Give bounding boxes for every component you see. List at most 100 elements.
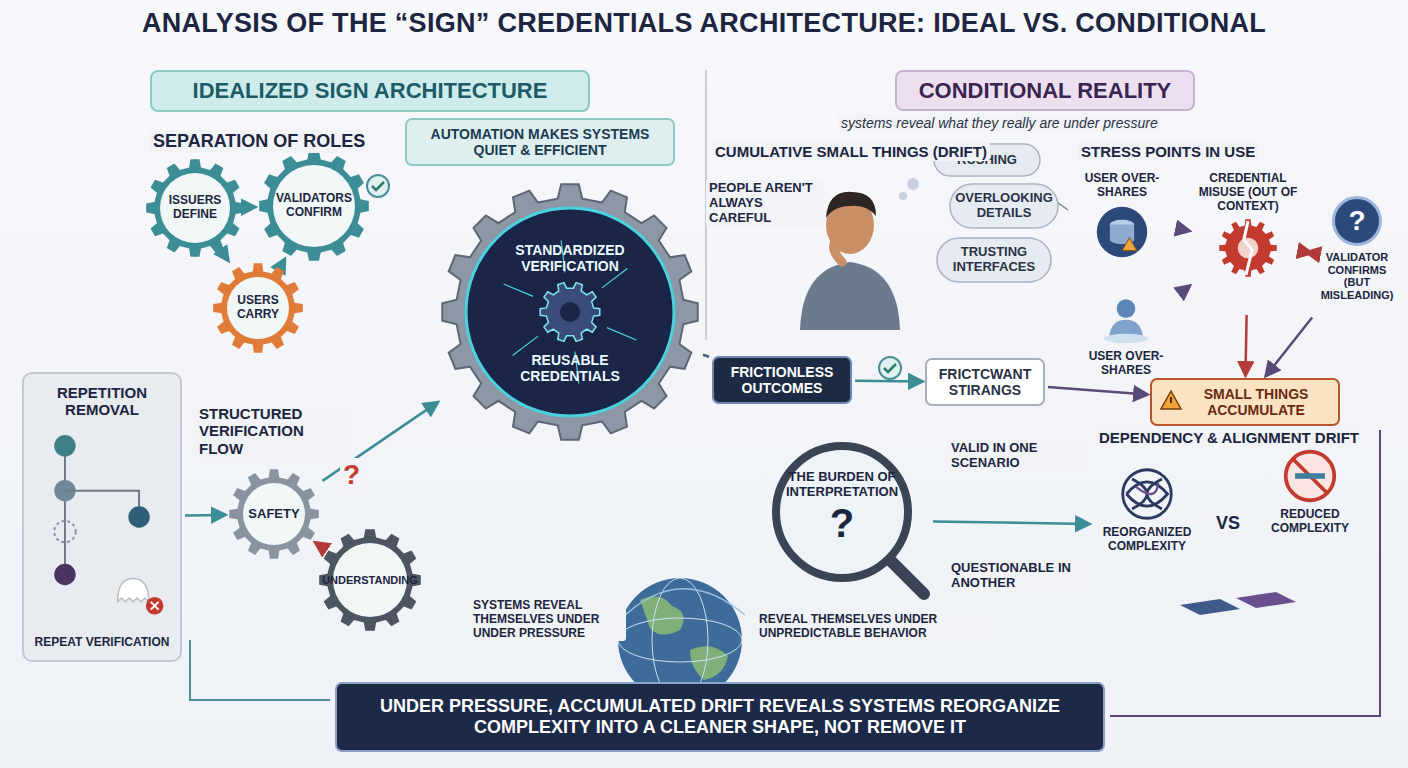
shape-part (54, 521, 75, 542)
shape-part (950, 184, 1058, 228)
complexity-icon: REORGANIZED COMPLEXITY (1092, 466, 1202, 584)
node-text: ISSUERS DEFINE (161, 194, 229, 222)
shape-part (1286, 452, 1335, 501)
shape-part (1122, 237, 1137, 250)
role-gear: USERS CARRY (212, 262, 304, 354)
shape-part (1293, 459, 1327, 493)
node-text: FRICTIONLESS OUTCOMES (724, 364, 840, 396)
question-circle: ? (1332, 196, 1382, 246)
role-gear: VALIDATORS CONFIRM (258, 150, 370, 262)
text-label: systems reveal what they really are unde… (838, 114, 1161, 132)
gear-outline (440, 182, 700, 442)
icon-symbol (1119, 466, 1175, 522)
shape-part (607, 328, 636, 340)
shape-part (540, 283, 600, 342)
icon-symbol (1282, 448, 1338, 504)
shape-part (1097, 206, 1147, 256)
repetition-panel: REPETITION REMOVALREPEAT VERIFICATION (22, 372, 182, 662)
node-text: REPETITION REMOVAL (32, 384, 172, 419)
shape-part (65, 491, 139, 507)
shape-part (504, 284, 533, 296)
node-text: UNDERSTANDING (322, 574, 418, 587)
node-text: USERS CARRY (228, 294, 288, 322)
connector (226, 260, 229, 261)
warning-icon (1160, 390, 1182, 410)
node-text: REUSABLE CREDENTIALS (495, 352, 645, 384)
connector (1048, 387, 1147, 395)
connector (1307, 251, 1311, 254)
node-text: FRICTCWANT STIRANGS (937, 366, 1033, 398)
shape-part (1126, 479, 1167, 509)
connector (1246, 315, 1247, 375)
text-label: DEPENDENCY & ALIGNMENT DRIFT (1096, 428, 1362, 447)
shape-part (213, 263, 303, 353)
stress-icon: ? VALIDATOR CONFIRMS (BUT MISLEADING) (1314, 196, 1400, 326)
text-label: REVEAL THEMSELVES UNDER UNPREDICTABLE BE… (756, 612, 992, 642)
icon-symbol (1217, 217, 1279, 279)
warning-box: SMALL THINGS ACCUMULATE (1150, 378, 1340, 426)
shape-part (146, 159, 244, 257)
shape-part (1219, 220, 1277, 278)
connector (282, 259, 285, 264)
stress-icon: CREDENTIAL MISUSE (OUT OF CONTEXT) (1192, 172, 1304, 312)
connector (1266, 318, 1312, 376)
icon-symbol (1094, 204, 1150, 260)
node-text: SMALL THINGS ACCUMULATE (1184, 386, 1328, 418)
shape-part (229, 469, 319, 559)
node-text: STANDARDIZED VERIFICATION (495, 242, 645, 274)
text-label: SYSTEMS REVEAL THEMSELVES UNDER UNDER PR… (470, 598, 626, 641)
diagram-title: ANALYSIS OF THE “SIGN” CREDENTIALS ARCHI… (0, 8, 1408, 39)
node-text: REDUCED COMPLEXITY (1255, 508, 1365, 536)
node-text: IDEALIZED SIGN ARCHITECTURE (193, 78, 548, 103)
shape-part (1104, 334, 1149, 343)
shape-part (776, 446, 908, 578)
flow-line (190, 640, 330, 700)
text-label: VS (1213, 512, 1243, 535)
shape-part (227, 277, 289, 339)
node-text: THE BURDEN OF INTERPRETATION (786, 470, 898, 500)
shape-part (319, 529, 421, 631)
shape-part (273, 165, 355, 247)
icon-symbol (1098, 290, 1154, 346)
note-box: AUTOMATION MAKES SYSTEMS QUIET & EFFICIE… (405, 118, 675, 166)
text-label: ? (340, 458, 363, 492)
node-text: CONDITIONAL REALITY (919, 78, 1172, 103)
node-text: ? (1348, 205, 1365, 237)
text-label: PEOPLE AREN'T ALWAYS CAREFUL (706, 180, 824, 227)
understanding-gear: UNDERSTANDING (318, 528, 422, 632)
section-band: IDEALIZED SIGN ARCHITECTURE (150, 70, 590, 112)
node-text: AUTOMATION MAKES SYSTEMS QUIET & EFFICIE… (417, 126, 663, 158)
node-text: VALIDATOR CONFIRMS (BUT MISLEADING) (1314, 251, 1400, 302)
text-label: VALID IN ONE SCENARIO (948, 440, 1084, 472)
shape-part (1238, 238, 1259, 259)
shape-part (54, 564, 75, 585)
text-label: QUESTIONABLE IN ANOTHER (948, 560, 1084, 592)
shape-part (466, 208, 674, 416)
node-text: REORGANIZED COMPLEXITY (1092, 526, 1202, 554)
connector (248, 206, 255, 209)
conclusion-banner: UNDER PRESSURE, ACCUMULATED DRIFT REVEAL… (335, 682, 1105, 752)
shape-part (937, 238, 1051, 282)
text-label: STRUCTURED VERIFICATION FLOW (196, 404, 352, 458)
shape-part (128, 506, 149, 527)
node-text: TRUSTING INTERFACES (945, 245, 1043, 275)
block-symbol (1180, 592, 1296, 615)
text-label: CUMULATIVE SMALL THINGS (DRIFT) (712, 142, 990, 161)
shape-part (1295, 473, 1325, 479)
role-gear: ISSUERS DEFINE (145, 158, 245, 258)
stress-icon: USER OVER-SHARES (1066, 172, 1178, 264)
shape-part (160, 173, 230, 243)
shape-part (1161, 391, 1181, 409)
shape-part (1244, 222, 1252, 276)
stress-icon: USER OVER-SHARES (1070, 290, 1182, 378)
shape-part (1123, 470, 1172, 519)
connector (185, 514, 225, 517)
thought-cloud: OVERLOOKING DETAILS (948, 182, 1060, 230)
shape-part (243, 483, 305, 545)
node-text: USER OVER-SHARES (1070, 350, 1182, 378)
complexity-icon: REDUCED COMPLEXITY (1255, 448, 1365, 566)
shape-part (888, 558, 924, 594)
shape-part (560, 302, 580, 322)
safety-gear: SAFETY (228, 468, 320, 560)
shape-part (146, 597, 164, 615)
